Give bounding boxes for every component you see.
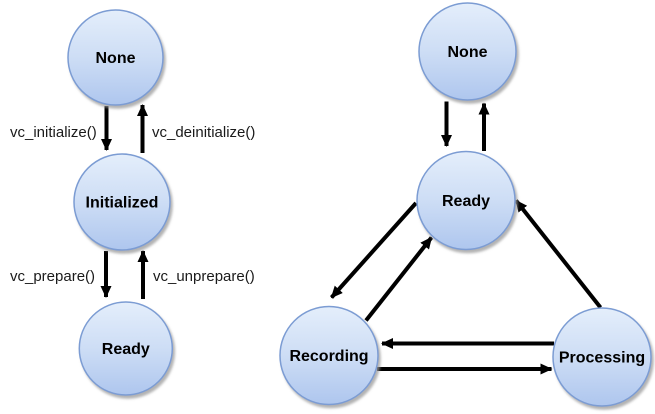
state-node-none-right [418,2,517,101]
state-node-recording [279,305,379,406]
state-label-none-right: None [448,44,488,61]
state-node-initialized [73,153,171,251]
edge-ready-to-recording [330,201,418,299]
state-node-none [67,9,164,106]
state-label-ready: Ready [102,341,150,358]
state-label-ready-right: Ready [442,193,490,210]
state-label-recording: Recording [289,348,368,365]
edge-processing-to-ready [514,199,603,309]
edge-label-vc-deinitialize: vc_deinitialize() [152,124,255,141]
state-node-ready-right [416,150,516,251]
left-state-diagram: None Initialized Ready vc_initialize() v… [10,9,255,396]
right-state-diagram: None Ready Recording Processing [279,2,652,407]
edge-label-vc-prepare: vc_prepare() [10,268,95,285]
state-label-none: None [96,50,136,67]
state-node-processing [552,307,652,407]
state-label-processing: Processing [559,350,645,367]
state-node-ready [78,301,174,396]
edge-recording-to-ready [364,236,434,322]
edge-label-vc-unprepare: vc_unprepare() [153,268,255,285]
state-label-initialized: Initialized [86,195,159,212]
edge-label-vc-initialize: vc_initialize() [10,124,97,141]
